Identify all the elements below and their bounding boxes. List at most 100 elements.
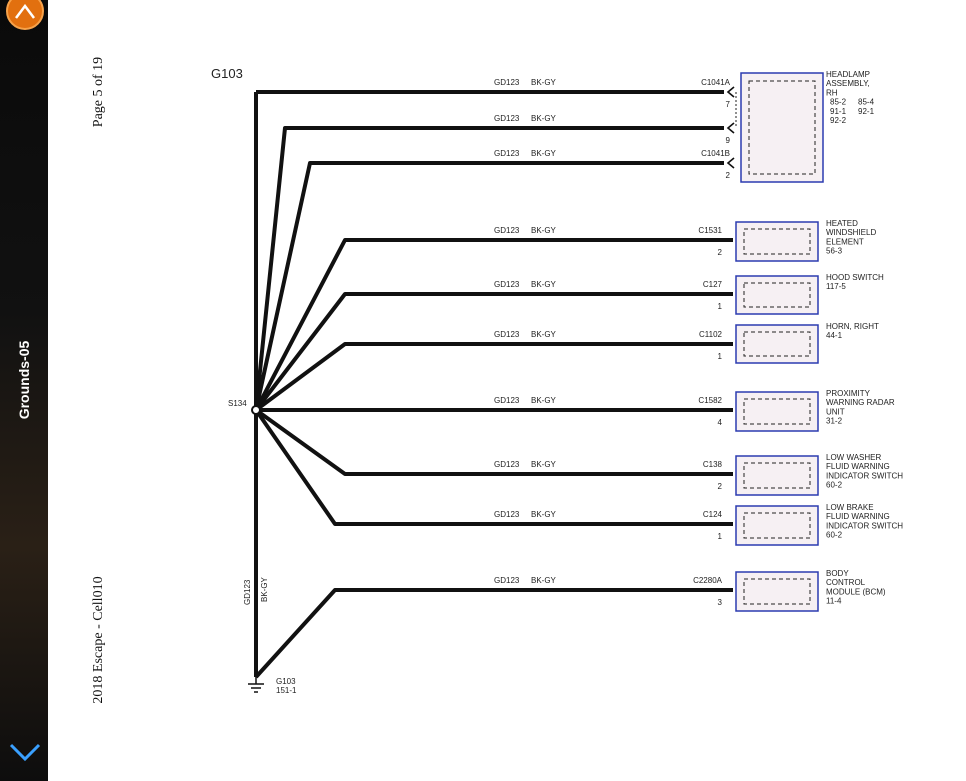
component-connector-body [735,455,819,496]
wire-color-label: BK-GY [531,510,557,519]
component-name-line: RH [826,88,838,97]
connector-label: C1041A [701,78,731,87]
wire-circuit-label: GD123 [494,576,520,585]
pin-number: 1 [718,302,723,311]
wire-circuit-label: GD123 [494,149,520,158]
wire-color-label: BK-GY [531,576,557,585]
component-connector-body [735,505,819,546]
headlamp-connector-inner [748,80,816,175]
component-name-line: FLUID WARNING [826,512,890,521]
component-name-line: 44-1 [826,331,843,340]
wire-10 [254,588,733,679]
connector-label: C1102 [699,330,723,339]
trunk-circuit-label: GD123 [243,579,252,605]
app-logo-icon[interactable] [6,0,44,30]
ground-label: G103 [211,66,243,81]
wire-color-label: BK-GY [531,396,557,405]
component-name-line: LOW BRAKE [826,503,874,512]
component-name-line: CONTROL [826,578,866,587]
wire-6 [254,342,733,412]
component-connector-inner [743,462,811,489]
splice-label: S134 [228,399,247,408]
component-connector-inner [743,512,811,539]
wire-circuit-label: GD123 [494,460,520,469]
wires-layer [248,86,744,693]
component-ref: 85-4 [858,98,875,107]
pin-number: 4 [718,418,723,427]
component-name-line: ELEMENT [826,237,864,246]
headlamp-connector-body [740,72,824,183]
wire-9 [254,408,733,526]
component-name-line: UNIT [826,407,845,416]
component-name-line: INDICATOR SWITCH [826,521,903,530]
component-name-line: HEATED [826,219,858,228]
component-ref: 85-2 [830,98,847,107]
component-name-line: HORN, RIGHT [826,322,879,331]
component-connector-inner [743,331,811,357]
sidebar: Grounds-05 [0,0,48,781]
pin-arrow-3 [726,157,735,169]
wire-color-label: BK-GY [531,280,557,289]
component-ref: 92-1 [858,107,875,116]
wire-5 [254,292,733,412]
ground-bottom-ref: 151-1 [276,686,297,695]
wire-2 [254,126,724,411]
connector-label: C124 [703,510,723,519]
component-name-line: FLUID WARNING [826,462,890,471]
component-name-line: INDICATOR SWITCH [826,471,903,480]
pin-number: 7 [726,100,731,109]
pin-number: 2 [718,482,723,491]
pin-arrow-2 [726,122,735,134]
ground-bottom-label: G103 [276,677,296,686]
component-name-line: MODULE (BCM) [826,587,886,596]
component-connector-inner [743,282,811,308]
component-connector-body [735,221,819,262]
wire-circuit-label: GD123 [494,78,520,87]
wire-3 [254,161,724,411]
pin-number: 3 [718,598,723,607]
component-name-line: HEADLAMP [826,70,870,79]
component-connector-inner [743,398,811,425]
wire-color-label: BK-GY [531,330,557,339]
component-name-line: BODY [826,569,849,578]
connectors-layer [735,72,824,612]
connector-label: C127 [703,280,723,289]
component-name-line: PROXIMITY [826,389,871,398]
chevron-down-icon[interactable] [9,742,41,762]
pin-arrow-1 [726,86,735,98]
connector-label: C2280A [693,576,723,585]
component-name-line: 117-5 [826,282,846,291]
connector-label: C138 [703,460,723,469]
wire-circuit-label: GD123 [494,396,520,405]
wire-circuit-label: GD123 [494,280,520,289]
component-ref: 91-1 [830,107,847,116]
wire-color-label: BK-GY [531,226,557,235]
wire-circuit-label: GD123 [494,510,520,519]
component-name-line: HOOD SWITCH [826,273,884,282]
component-name-line: 60-2 [826,531,843,540]
wire-circuit-label: GD123 [494,114,520,123]
connector-label: C1582 [698,396,722,405]
component-name-line: 11-4 [826,597,842,606]
component-name-line: WARNING RADAR [826,398,895,407]
component-connector-body [735,324,819,364]
connector-label: C1041B [701,149,730,158]
component-name-line: 56-3 [826,247,843,256]
wire-8 [254,408,733,476]
connector-label: C1531 [698,226,722,235]
component-name-line: ASSEMBLY, [826,79,870,88]
pin-number: 1 [718,532,723,541]
component-name-line: WINDSHIELD [826,228,876,237]
component-ref: 92-2 [830,116,847,125]
wire-4 [254,238,733,411]
pin-number: 2 [718,248,723,257]
component-name-line: LOW WASHER [826,453,881,462]
pin-number: 9 [726,136,731,145]
component-connector-inner [743,228,811,255]
component-connector-body [735,571,819,612]
splice-dot [251,405,261,415]
wire-color-label: BK-GY [531,114,557,123]
wire-color-label: BK-GY [531,78,557,87]
wire-color-label: BK-GY [531,460,557,469]
